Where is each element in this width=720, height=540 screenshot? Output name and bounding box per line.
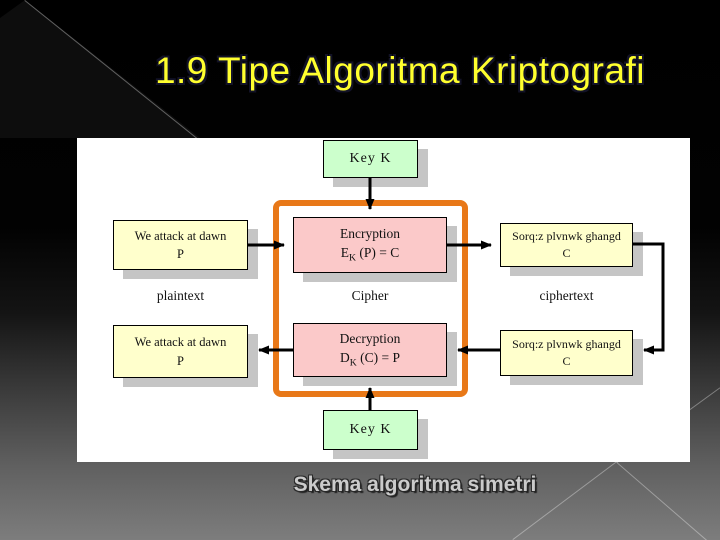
decryption-formula: DK (C) = P (339, 350, 401, 370)
plaintext-top-line2: P (177, 247, 184, 261)
ciphertext-box-top: Sorq:z plvnwk ghangd C (500, 223, 633, 267)
encryption-box: Encryption EK (P) = C (293, 217, 447, 273)
label-plaintext: plaintext (156, 288, 205, 303)
plaintext-box-top: We attack at dawn P (113, 220, 248, 270)
ciphertext-top-line1: Sorq:z plvnwk ghangd (512, 228, 621, 243)
label-ciphertext: ciphertext (539, 288, 594, 303)
ciphertext-box-bottom: Sorq:z plvnwk ghangd C (500, 330, 633, 376)
key-box-bottom: Key K (323, 410, 418, 450)
ciphertext-bottom-line1: Sorq:z plvnwk ghangd (512, 336, 621, 351)
slide-caption: Skema algoritma simetri (293, 473, 537, 496)
label-cipher: Cipher (351, 288, 389, 303)
plaintext-top-line1: We attack at dawn (134, 228, 227, 243)
plaintext-bottom-line1: We attack at dawn (134, 335, 227, 350)
key-bottom-label: Key K (349, 421, 392, 437)
encryption-formula: EK (P) = C (340, 245, 400, 265)
key-box-top: Key K (323, 140, 418, 178)
plaintext-bottom-line2: P (177, 353, 184, 368)
plaintext-box-bottom: We attack at dawn P (113, 325, 248, 378)
diagram-panel: Key K We attack at dawn P Encryption EK … (77, 138, 690, 462)
key-top-label: Key K (349, 150, 392, 166)
slide-title: 1.9 Tipe Algoritma Kriptografi (154, 50, 646, 91)
arrow-ciphertext-routing (633, 242, 665, 355)
ciphertext-top-line2: C (562, 246, 571, 260)
encryption-title: Encryption (340, 225, 400, 241)
decryption-box: Decryption DK (C) = P (293, 323, 447, 377)
diagonal-line-bottom-right (616, 462, 707, 540)
ciphertext-bottom-line2: C (562, 354, 571, 368)
decryption-title: Decryption (339, 330, 401, 346)
